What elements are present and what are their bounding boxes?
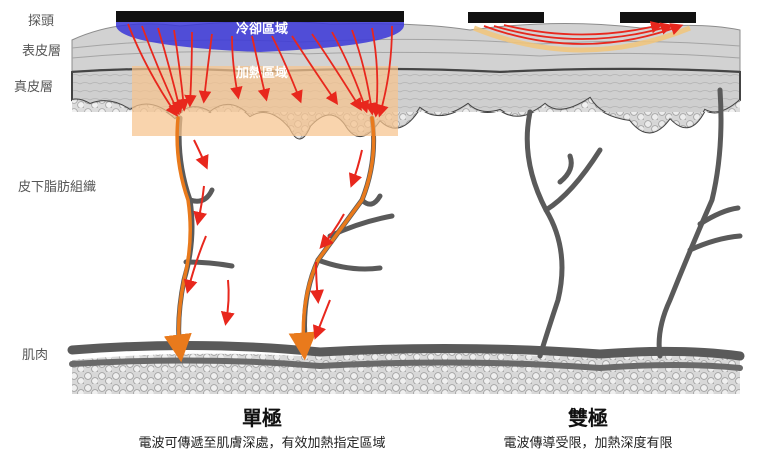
monopolar-probe (116, 11, 404, 22)
bipolar-title: 雙極 (568, 406, 608, 430)
bipolar-probe-left (468, 12, 544, 23)
heating-zone-label: 加熱區域 (235, 65, 288, 81)
dermis-label: 真皮層 (14, 80, 54, 95)
monopolar-deep-paths (163, 116, 376, 363)
monopolar-deep-arrows (183, 139, 363, 340)
muscle-label: 肌肉 (22, 348, 49, 363)
epidermis-label: 表皮層 (22, 44, 62, 59)
subcutaneous-label: 皮下脂肪組織 (18, 180, 97, 195)
bipolar-probe-right (620, 12, 696, 23)
probe-label: 探頭 (28, 14, 55, 29)
cooling-zone (116, 20, 404, 52)
monopolar-title: 單極 (242, 406, 282, 430)
cooling-zone-label: 冷卻區域 (236, 21, 288, 37)
monopolar-current-fan (127, 23, 393, 118)
monopolar-caption: 電波可傳遞至肌膚深處，有效加熱指定區域 (138, 436, 386, 451)
bipolar-caption: 電波傳導受限，加熱深度有限 (503, 436, 673, 451)
bipolar-zone (468, 12, 696, 53)
